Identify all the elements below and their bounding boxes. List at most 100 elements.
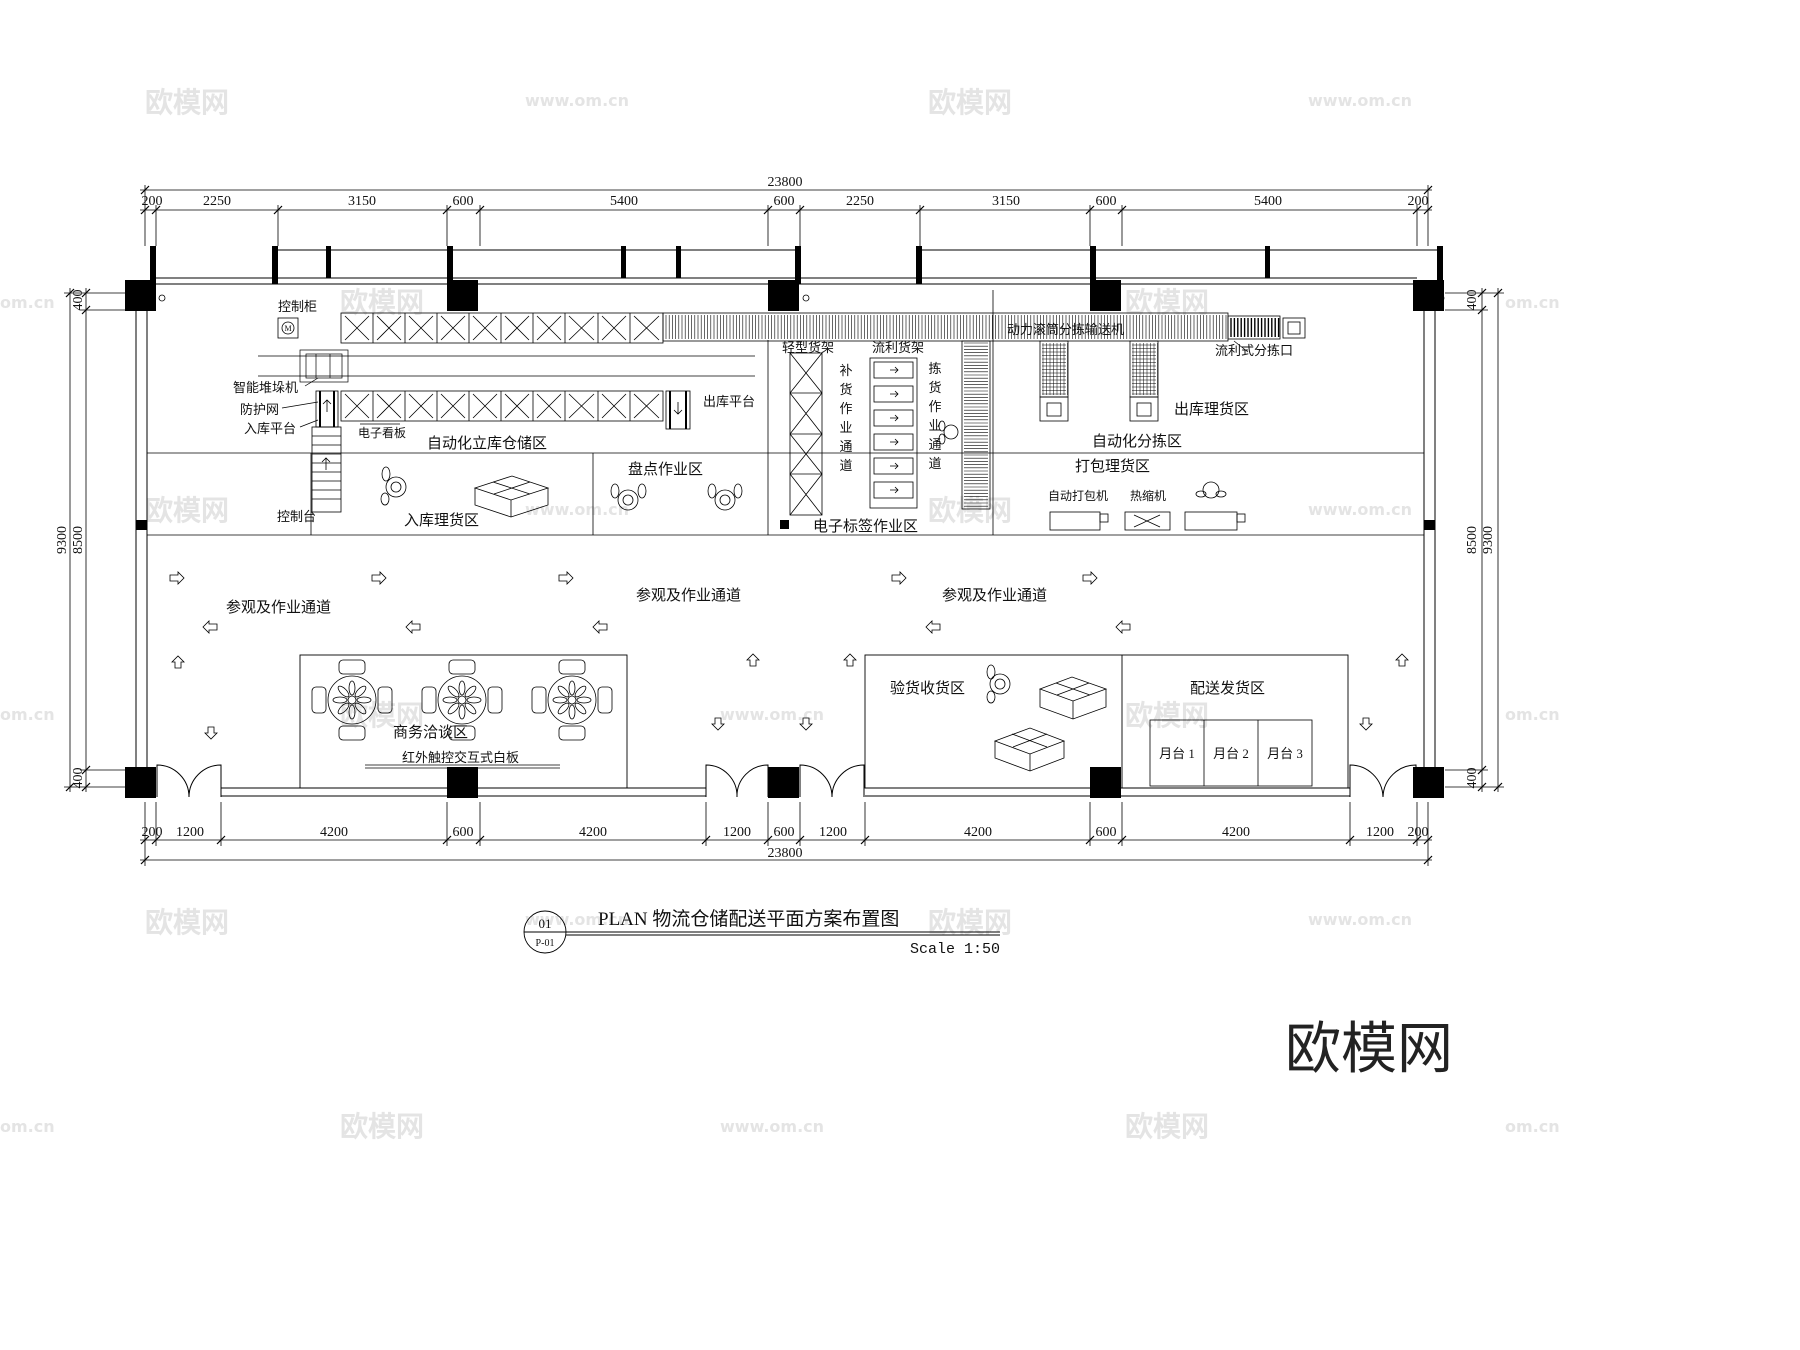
dim-right-400: 400: [1465, 290, 1480, 311]
inbound-platform-symbol: [311, 390, 342, 513]
chair: [377, 686, 393, 714]
label-replenish-char: 道: [839, 458, 852, 473]
label-replenish-char: 通: [839, 439, 852, 454]
dim-bottom-label: 200: [1408, 825, 1429, 840]
building-walls: [125, 246, 1445, 798]
watermark-url: om.cn: [0, 705, 55, 724]
watermark-brand: 欧模网: [928, 86, 1012, 119]
label-dock: 月台 2: [1213, 746, 1249, 761]
table-flower-petal: [348, 704, 356, 720]
pallet-boxes: [473, 475, 550, 518]
dim-bottom-label: 4200: [1222, 825, 1250, 840]
watermark-brand: 欧模网: [340, 286, 424, 319]
chair: [338, 659, 366, 675]
dim-bottom-label: 200: [142, 825, 163, 840]
dim-bottom-label: 1200: [723, 825, 751, 840]
dim-top-label: 600: [1096, 194, 1117, 209]
dim-left-outer: 9300: [55, 526, 70, 554]
outbound-platform-symbol: [665, 390, 691, 430]
aisle: 参观及作业通道 参观及作业通道 参观及作业通道: [169, 571, 1409, 740]
chair: [311, 686, 327, 714]
table-flower-petal: [354, 702, 367, 715]
label-replenish-char: 业: [839, 420, 852, 435]
inbound-and-stocktake: 入库理货区 盘点作业区: [380, 460, 743, 529]
label-stocktake: 盘点作业区: [628, 460, 703, 478]
flow-arrows: [169, 571, 1409, 740]
roller-lines: [1230, 318, 1280, 337]
label-picking-char: 货: [928, 380, 941, 395]
watermark-url: om.cn: [0, 293, 55, 312]
sorting-chute: [1039, 340, 1159, 422]
receiving-dispatch: 验货收货区 配送发货区 月台 1 月台 2 月台 3: [864, 654, 1349, 789]
dim-left-inner: 8500: [71, 526, 86, 554]
bottom-dimensions: 200 1200 4200 600 4200 1200 600 1200 420…: [140, 802, 1433, 866]
worker-figure: [938, 420, 959, 445]
label-replenish-char: 作: [839, 401, 852, 416]
dim-top-label: 5400: [1254, 194, 1282, 209]
dim-right-400: 400: [1465, 768, 1480, 789]
watermark-brand: 欧模网: [340, 699, 424, 732]
table-flower-petal: [354, 685, 367, 698]
label-replenish-char: 补: [839, 363, 852, 378]
dock-box: [1149, 719, 1313, 787]
chair: [421, 686, 437, 714]
label-flow-rack: 流利货架: [872, 340, 924, 355]
asrs-storage: M 控制柜: [233, 299, 755, 524]
chute-lines: [1042, 343, 1158, 395]
label-fence: 防护网: [240, 402, 279, 417]
label-control-cabinet: 控制柜: [278, 299, 317, 314]
table-flower-petal: [568, 680, 576, 696]
table-flower-petal: [458, 680, 466, 696]
label-aisle: 参观及作业通道: [942, 587, 1047, 604]
chair: [448, 725, 476, 741]
roller-lines: [964, 342, 988, 507]
watermark-url: om.cn: [1505, 705, 1560, 724]
label-whiteboard: 红外触控交互式白板: [402, 750, 519, 765]
label-replenish-vertical: 补 货 作 业 通 道: [839, 363, 852, 473]
table-flower-petal: [447, 685, 460, 698]
chair: [448, 659, 476, 675]
label-receiving: 验货收货区: [890, 680, 965, 697]
flow-rack: [869, 357, 918, 509]
dim-right-inner: 8500: [1465, 526, 1480, 554]
label-auto-pack: 自动打包机: [1048, 489, 1108, 503]
title-block: 01 P-01 PLAN 物流仓储配送平面方案布置图 Scale 1:50: [523, 908, 1000, 958]
label-e-board: 电子看板: [358, 426, 406, 440]
watermark-url: www.om.cn: [525, 500, 629, 519]
drawing-scale: Scale 1:50: [910, 941, 1000, 958]
round-table: [437, 675, 487, 725]
meeting-tables: [311, 659, 613, 741]
label-inbound-platform: 入库平台: [244, 421, 296, 436]
table-flower-petal: [348, 680, 356, 696]
stacker-rail: [258, 349, 755, 383]
table-center: [457, 695, 467, 705]
table-flower-petal: [568, 704, 576, 720]
dim-bottom-label: 4200: [579, 825, 607, 840]
dim-top-label: 2250: [203, 194, 231, 209]
label-picking-char: 业: [928, 418, 941, 433]
watermark-url: om.cn: [0, 1117, 55, 1136]
partitions: [147, 290, 1424, 536]
chair: [487, 686, 503, 714]
watermark-url: www.om.cn: [720, 705, 824, 724]
table-flower-petal: [552, 696, 568, 704]
table-flower-petal: [466, 696, 482, 704]
drawing-number: 01: [539, 916, 552, 931]
dim-bottom-label: 4200: [320, 825, 348, 840]
dim-top-label: 600: [453, 194, 474, 209]
drawing-title: PLAN 物流仓储配送平面方案布置图: [598, 908, 899, 930]
watermark-brand: 欧模网: [928, 494, 1012, 527]
dim-bottom-label: 600: [774, 825, 795, 840]
table-flower-petal: [458, 704, 466, 720]
watermark-url: www.om.cn: [1308, 91, 1412, 110]
table-flower-petal: [442, 696, 458, 704]
worker-figure: [610, 483, 743, 511]
label-replenish-char: 货: [839, 382, 852, 397]
label-control-desk: 控制台: [277, 509, 316, 524]
chair: [597, 686, 613, 714]
worker-figure: [380, 466, 407, 506]
roller-lines: [665, 315, 1227, 339]
label-negotiation: 商务洽谈区: [393, 724, 468, 741]
dim-top-label: 600: [774, 194, 795, 209]
label-conveyor: 动力滚筒分拣输送机: [1007, 322, 1124, 337]
